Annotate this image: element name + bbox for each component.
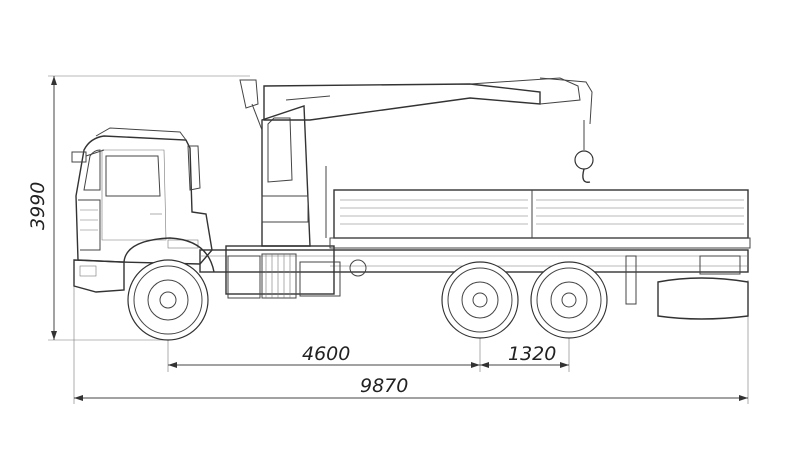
overall-length-label: 9870 — [360, 375, 408, 397]
rear-wheel-2 — [530, 261, 608, 339]
cargo-platform — [325, 166, 751, 249]
wheelbase-front-label: 4600 — [302, 343, 350, 365]
truck — [71, 77, 751, 341]
crane — [225, 77, 594, 299]
side-equipment — [227, 255, 367, 299]
rear-equipment — [625, 255, 749, 320]
cab — [71, 127, 215, 293]
wheelbase-rear-label: 1320 — [508, 343, 556, 365]
rear-wheel-1 — [441, 261, 519, 339]
front-wheel — [127, 259, 209, 341]
overall-height-label: 3990 — [27, 182, 49, 230]
